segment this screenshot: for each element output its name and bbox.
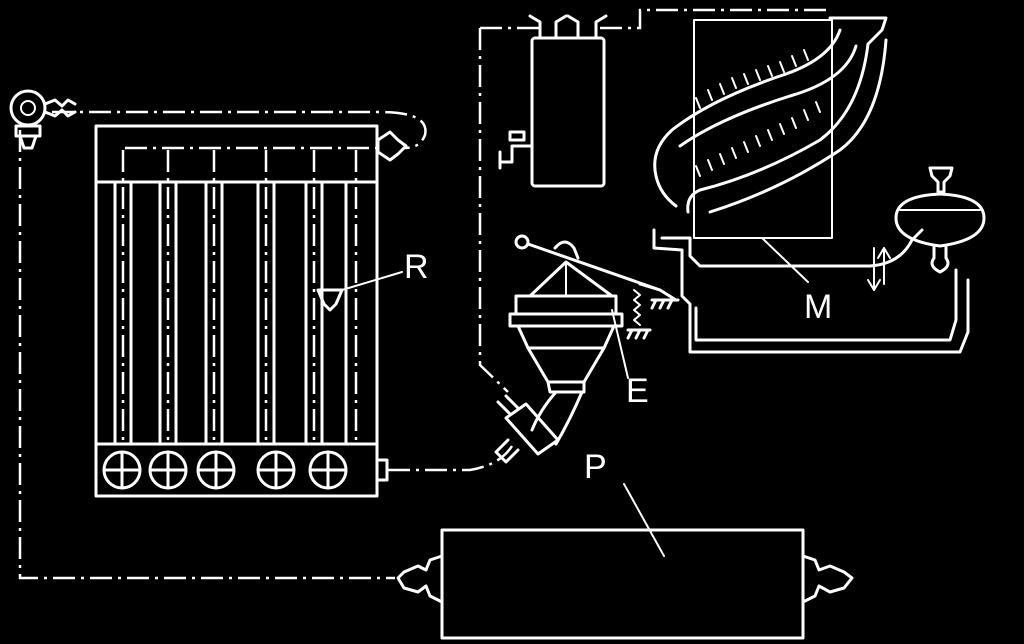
engine: E — [494, 234, 680, 464]
tank — [498, 14, 608, 188]
radiator: R — [94, 124, 429, 498]
radiator-wheels — [102, 450, 348, 490]
piping — [18, 8, 830, 580]
radiator-marker-icon — [316, 288, 344, 312]
radiator-tubes — [113, 150, 358, 446]
label-p: P — [584, 448, 607, 486]
pump: P — [396, 448, 854, 640]
label-e: E — [626, 372, 649, 410]
label-r: R — [404, 248, 429, 286]
label-m: M — [804, 288, 832, 326]
expansion-vessel — [894, 166, 986, 274]
tap-icon — [498, 130, 534, 170]
gauge-icon — [9, 89, 77, 150]
manifold: M — [652, 16, 970, 354]
flow-arrows-icon — [867, 247, 891, 291]
